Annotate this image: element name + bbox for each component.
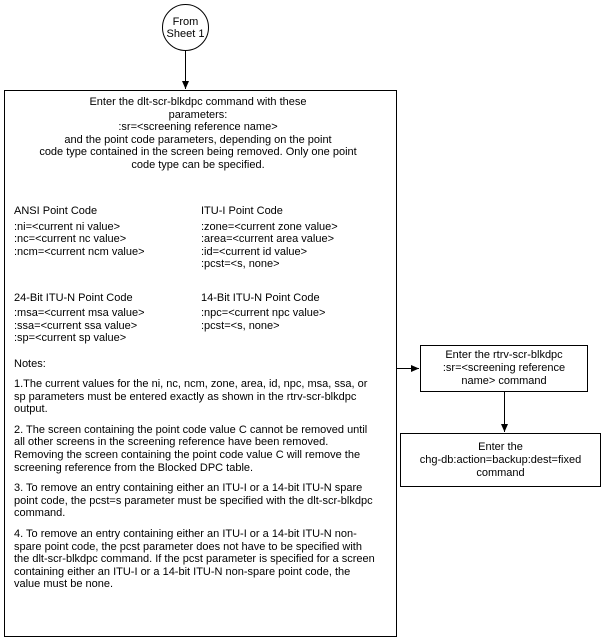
itu-n-24bit-point-code-title: 24-Bit ITU-N Point Code xyxy=(14,291,133,304)
itu-i-point-code-group: ITU-I Point Code :zone=<current zone val… xyxy=(201,205,338,271)
itu-n-24bit-param: :sp=<current sp value> xyxy=(14,332,127,344)
note-4: 4. To remove an entry containing either … xyxy=(14,527,375,591)
from-sheet1-node: From Sheet 1 xyxy=(162,4,209,51)
command-intro: Enter the dlt-scr-blkdpc command with th… xyxy=(14,96,382,171)
rtrv-line: Enter the rtrv-scr-blkdpc xyxy=(445,349,563,361)
point-code-row-1: ANSI Point Code :ni=<current ni value> :… xyxy=(14,205,382,271)
itu-n-24bit-param: :ssa=<current ssa value> xyxy=(14,319,138,332)
itu-i-param: :area=<current area value> xyxy=(201,233,335,245)
itu-n-14bit-point-code-group: 14-Bit ITU-N Point Code :npc=<current np… xyxy=(201,292,325,345)
ansi-point-code-group: ANSI Point Code :ni=<current ni value> :… xyxy=(14,205,201,271)
intro-line: code type can be specified. xyxy=(131,158,265,171)
intro-line: :sr=<screening reference name> xyxy=(118,121,278,133)
itu-n-24bit-point-code-group: 24-Bit ITU-N Point Code :msa=<current ms… xyxy=(14,292,201,345)
chgdb-line: Enter the xyxy=(478,440,523,453)
notes-label: Notes: xyxy=(14,357,46,370)
note-2: 2. The screen containing the point code … xyxy=(14,423,368,474)
rtrv-scr-blkdpc-command-box: Enter the rtrv-scr-blkdpc :sr=<screening… xyxy=(420,345,588,392)
itu-n-14bit-param: :pcst=<s, none> xyxy=(201,319,280,332)
itu-i-param: :id=<current id value> xyxy=(201,245,308,258)
ansi-param: :nc=<current nc value> xyxy=(14,233,127,245)
itu-n-14bit-point-code-title: 14-Bit ITU-N Point Code xyxy=(201,291,320,304)
itu-n-14bit-param: :npc=<current npc value> xyxy=(201,307,326,319)
chgdb-line: chg-db:action=backup:dest=fixed xyxy=(419,453,582,466)
note-3: 3. To remove an entry containing either … xyxy=(14,482,373,520)
from-sheet1-line2: Sheet 1 xyxy=(166,27,205,40)
chgdb-line: command xyxy=(476,466,525,479)
itu-n-24bit-param: :msa=<current msa value> xyxy=(14,307,145,319)
dlt-scr-blkdpc-command-box: Enter the dlt-scr-blkdpc command with th… xyxy=(4,90,397,637)
rtrv-line: name> command xyxy=(461,375,547,387)
intro-line: and the point code parameters, depending… xyxy=(64,133,332,146)
intro-line: Enter the dlt-scr-blkdpc command with th… xyxy=(89,96,307,108)
ansi-param: :ncm=<current ncm value> xyxy=(14,245,145,258)
rtrv-line: :sr=<screening reference xyxy=(442,362,566,374)
itu-i-param: :zone=<current zone value> xyxy=(201,220,338,233)
itu-i-point-code-title: ITU-I Point Code xyxy=(201,205,283,217)
from-sheet1-line1: From xyxy=(172,15,199,28)
point-code-row-2: 24-Bit ITU-N Point Code :msa=<current ms… xyxy=(14,292,382,345)
chg-db-backup-command-box: Enter the chg-db:action=backup:dest=fixe… xyxy=(400,433,601,487)
ansi-param: :ni=<current ni value> xyxy=(14,220,121,233)
intro-line: parameters: xyxy=(168,108,228,121)
note-1: 1.The current values for the ni, nc, ncm… xyxy=(14,378,368,416)
ansi-point-code-title: ANSI Point Code xyxy=(14,205,98,217)
itu-i-param: :pcst=<s, none> xyxy=(201,258,280,270)
intro-line: code type contained in the screen being … xyxy=(39,146,357,158)
